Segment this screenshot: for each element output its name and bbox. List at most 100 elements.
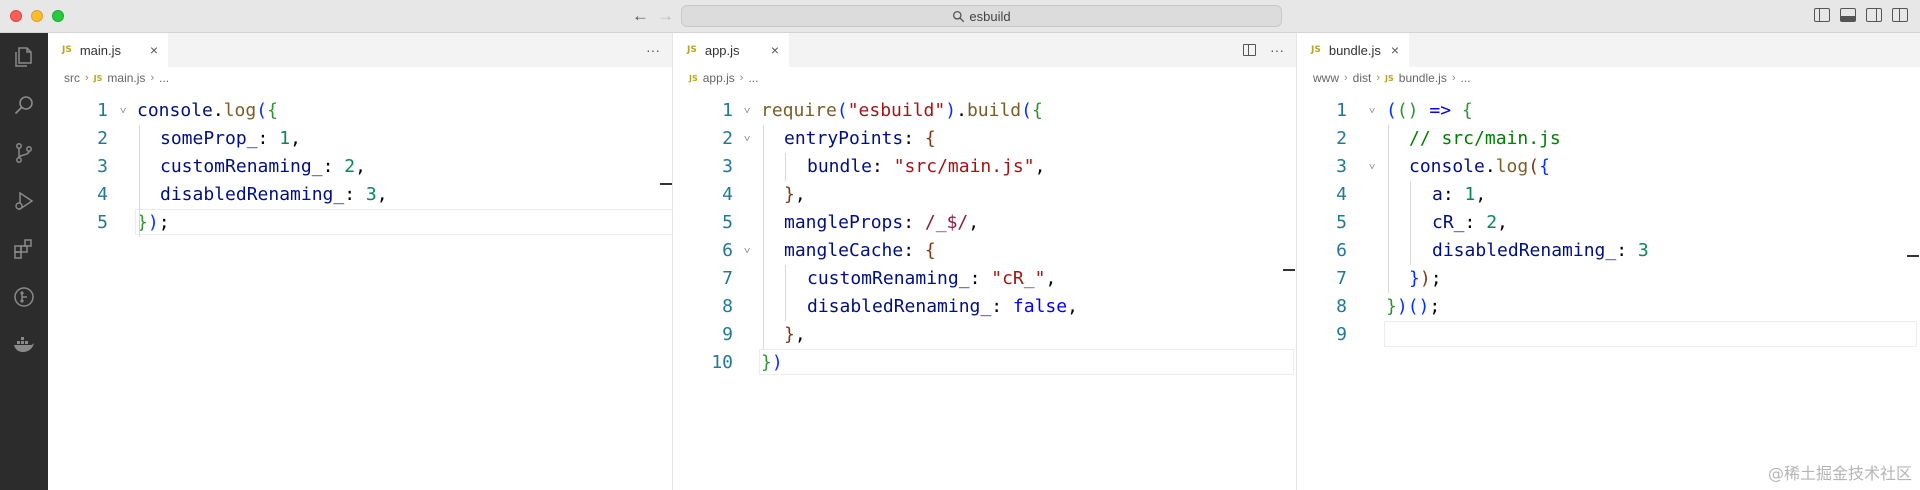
tab-bar: JS main.js × ··· bbox=[48, 33, 672, 67]
breadcrumb-item[interactable]: dist bbox=[1352, 71, 1372, 85]
code-token: , bbox=[376, 184, 388, 205]
code-text: bundle: "src/main.js", bbox=[807, 153, 1045, 181]
extensions-icon[interactable] bbox=[12, 237, 36, 261]
breadcrumb-item[interactable]: ... bbox=[159, 71, 170, 85]
close-icon[interactable]: × bbox=[149, 42, 158, 58]
line-number: 1 bbox=[1336, 100, 1347, 121]
code-line[interactable]: 6˅mangleCache: { bbox=[673, 237, 1296, 265]
forward-arrow-icon[interactable]: → bbox=[657, 6, 674, 25]
code-token: { bbox=[924, 128, 936, 149]
code-line[interactable]: 1˅console.log({ bbox=[48, 97, 672, 125]
code-token: 1 bbox=[279, 128, 291, 149]
indent-guide bbox=[1410, 181, 1411, 265]
code-line[interactable]: 2˅entryPoints: { bbox=[673, 125, 1296, 153]
breadcrumb-item[interactable]: ... bbox=[748, 71, 759, 85]
code-token: ; bbox=[1430, 268, 1442, 289]
tab-app-js[interactable]: JS app.js × bbox=[673, 33, 789, 67]
run-debug-icon[interactable] bbox=[12, 189, 36, 213]
code-token: { bbox=[1461, 100, 1473, 121]
command-center-search[interactable]: esbuild bbox=[681, 5, 1282, 27]
code-token: { bbox=[1031, 100, 1043, 121]
docker-icon[interactable] bbox=[12, 333, 36, 357]
breadcrumb-item[interactable]: main.js bbox=[107, 71, 146, 85]
code-token: cR_ bbox=[1432, 212, 1465, 233]
customize-layout-icon[interactable] bbox=[1892, 8, 1908, 22]
code-token: , bbox=[794, 184, 806, 205]
code-token: { bbox=[924, 240, 936, 261]
more-actions-icon[interactable]: ··· bbox=[1270, 42, 1284, 58]
fold-chevron-icon[interactable]: ˅ bbox=[744, 104, 751, 117]
code-token: ) bbox=[771, 352, 783, 373]
back-arrow-icon[interactable]: ← bbox=[632, 6, 649, 25]
git-lens-icon[interactable] bbox=[12, 285, 36, 309]
close-icon[interactable]: × bbox=[1390, 42, 1399, 58]
code-token: , bbox=[794, 324, 806, 345]
code-editor[interactable]: 1˅require("esbuild").build({2˅entryPoint… bbox=[673, 97, 1296, 377]
code-line[interactable]: 2// src/main.js bbox=[1297, 125, 1920, 153]
close-icon[interactable]: × bbox=[770, 42, 779, 58]
tab-bundle-js[interactable]: JS bundle.js × bbox=[1297, 33, 1409, 67]
code-line[interactable]: 10}) bbox=[673, 349, 1296, 377]
toggle-panel-icon[interactable] bbox=[1840, 8, 1856, 22]
indent-guide bbox=[139, 125, 140, 237]
fold-chevron-icon[interactable]: ˅ bbox=[744, 244, 751, 257]
line-number: 3 bbox=[1336, 156, 1347, 177]
code-line[interactable]: 1˅require("esbuild").build({ bbox=[673, 97, 1296, 125]
source-control-icon[interactable] bbox=[12, 141, 36, 165]
code-line[interactable]: 9 bbox=[1297, 321, 1920, 349]
code-line[interactable]: 5}); bbox=[48, 209, 745, 237]
breadcrumb-item[interactable]: bundle.js bbox=[1398, 71, 1447, 85]
files-icon[interactable] bbox=[12, 45, 36, 69]
scrollbar-marker bbox=[1907, 255, 1919, 257]
code-line[interactable]: 8})(); bbox=[1297, 293, 1920, 321]
watermark: @稀土掘金技术社区 bbox=[1767, 464, 1912, 483]
more-actions-icon[interactable]: ··· bbox=[646, 42, 660, 58]
fold-chevron-icon[interactable]: ˅ bbox=[1369, 104, 1376, 117]
code-line[interactable]: 9}, bbox=[673, 321, 1296, 349]
code-text: customRenaming_: 2, bbox=[160, 153, 366, 181]
search-icon[interactable] bbox=[12, 93, 36, 117]
toggle-primary-sidebar-icon[interactable] bbox=[1814, 8, 1830, 22]
js-file-icon: JS bbox=[62, 45, 72, 55]
breadcrumb-item[interactable]: ... bbox=[1460, 71, 1471, 85]
code-line[interactable]: 1˅(() => { bbox=[1297, 97, 1920, 125]
tab-label: bundle.js bbox=[1328, 42, 1381, 58]
scrollbar-marker bbox=[660, 183, 672, 185]
line-number: 8 bbox=[722, 296, 733, 317]
code-line[interactable]: 7}); bbox=[1297, 265, 1920, 293]
window-minimize-button[interactable] bbox=[31, 10, 43, 22]
code-token: } bbox=[137, 212, 148, 233]
fold-chevron-icon[interactable]: ˅ bbox=[744, 132, 751, 145]
breadcrumb-item[interactable]: www bbox=[1313, 71, 1339, 85]
code-line[interactable]: 3˅console.log({ bbox=[1297, 153, 1920, 181]
breadcrumb-item[interactable]: app.js bbox=[702, 71, 735, 85]
code-line[interactable]: 4}, bbox=[673, 181, 1296, 209]
fold-chevron-icon[interactable]: ˅ bbox=[1369, 160, 1376, 173]
tab-main-js[interactable]: JS main.js × bbox=[48, 33, 168, 67]
window-close-button[interactable] bbox=[10, 10, 22, 22]
window-maximize-button[interactable] bbox=[52, 10, 64, 22]
code-token: ) bbox=[147, 212, 159, 233]
code-token: log bbox=[1495, 156, 1529, 177]
code-text: }, bbox=[784, 181, 806, 209]
split-editor-icon[interactable] bbox=[1243, 44, 1256, 56]
breadcrumb: src › JS main.js › ... bbox=[48, 67, 672, 89]
code-token: : bbox=[969, 268, 992, 289]
activity-bar bbox=[0, 33, 48, 490]
breadcrumb-item[interactable]: src bbox=[64, 71, 80, 85]
toggle-secondary-sidebar-icon[interactable] bbox=[1866, 8, 1882, 22]
fold-chevron-icon[interactable]: ˅ bbox=[120, 104, 127, 117]
line-number: 5 bbox=[97, 212, 108, 233]
